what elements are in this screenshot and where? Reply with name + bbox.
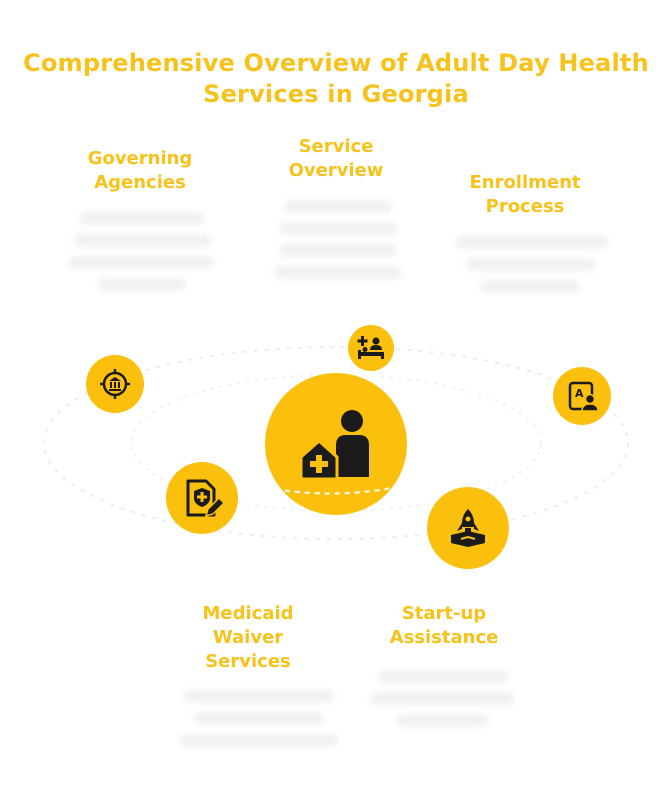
description-medicaid-waiver [180,690,338,747]
medical-document-edit-icon [186,479,224,518]
node-medicaid-waiver-services[interactable] [166,462,238,534]
patient-care-icon [357,336,384,359]
description-governing-agencies [68,212,214,291]
node-governing-agencies[interactable] [86,355,144,413]
svg-text:A: A [575,387,584,400]
node-enrollment-process[interactable]: A [553,367,611,425]
label-startup-assistance: Start-up Assistance [389,603,499,648]
node-service-overview[interactable] [348,325,394,371]
description-enrollment-process [456,236,608,293]
description-startup-assistance [370,670,514,727]
rocket-launch-icon [451,509,485,547]
outer-orbit [43,346,629,540]
user-application-icon: A [568,381,599,412]
page-title: Comprehensive Overview of Adult Day Heal… [23,49,649,108]
government-building-icon [100,369,130,399]
label-governing-agencies: Governing Agencies [87,148,193,193]
label-enrollment-process: Enrollment Process [469,172,581,217]
label-service-overview: Service Overview [288,136,384,181]
label-medicaid-waiver-services: Medicaid Waiver Services [202,603,294,672]
adult-day-health-icon [274,410,398,495]
node-startup-assistance[interactable] [427,487,509,569]
description-service-overview [274,200,402,279]
center-hub [265,373,407,515]
